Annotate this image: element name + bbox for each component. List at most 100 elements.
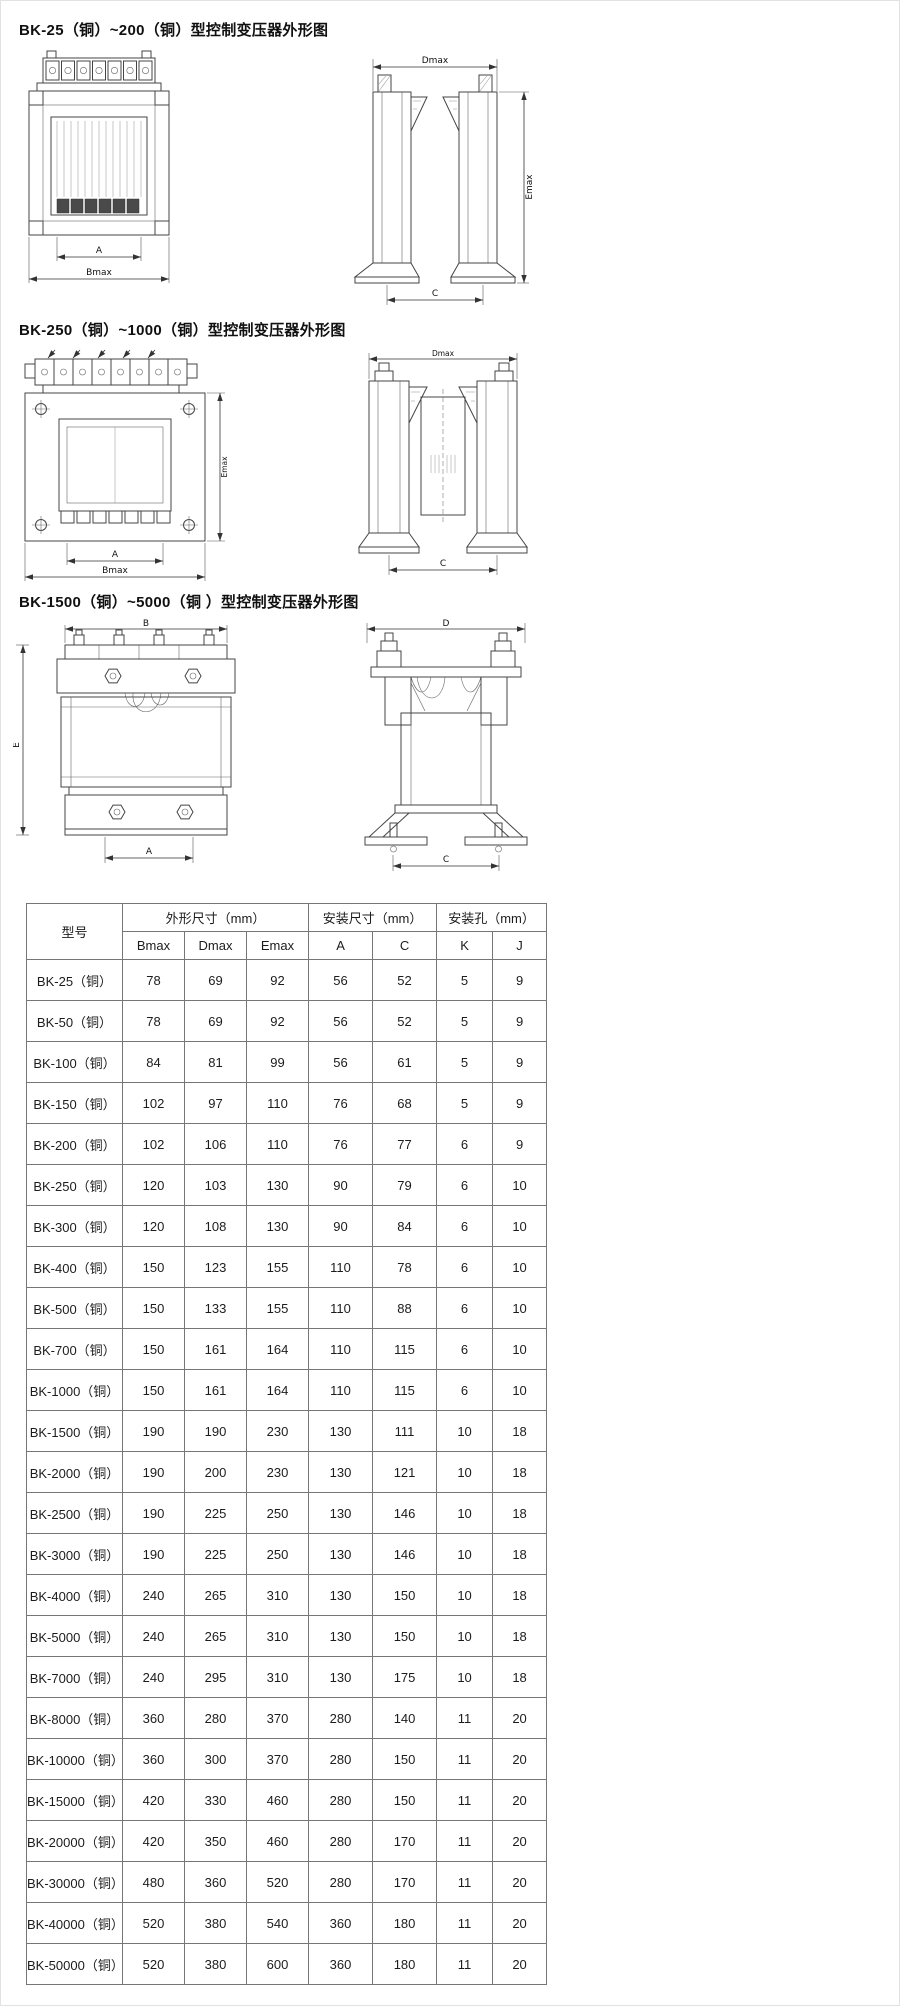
value-cell: 11	[436, 1861, 494, 1903]
value-cell: 370	[245, 1738, 310, 1780]
value-cell: 310	[245, 1574, 310, 1616]
value-cell: 150	[372, 1574, 438, 1616]
value-cell: 310	[245, 1656, 310, 1698]
value-cell: 5	[436, 1041, 494, 1083]
terminal-bolts	[73, 629, 215, 646]
model-cell: BK-200（铜）	[26, 1123, 123, 1165]
value-cell: 56	[308, 959, 374, 1001]
col-group-outline: 外形尺寸（mm）	[121, 903, 310, 932]
value-cell: 97	[184, 1082, 247, 1124]
terminal-towers	[376, 632, 516, 668]
value-cell: 350	[184, 1820, 247, 1862]
value-cell: 360	[184, 1861, 247, 1903]
dim-label-dmax: Dmax	[432, 349, 455, 358]
col-header-dmax: Dmax	[184, 931, 247, 960]
value-cell: 18	[492, 1451, 548, 1493]
value-cell: 10	[492, 1205, 548, 1247]
dim-label-a: A	[96, 246, 103, 256]
value-cell: 20	[492, 1697, 548, 1739]
clamp-nuts	[104, 668, 202, 684]
dimensions-table: 型号 外形尺寸（mm） 安装尺寸（mm） 安装孔（mm） Bmax Dmax E…	[26, 903, 548, 1985]
value-cell: 20	[492, 1779, 548, 1821]
value-cell: 84	[372, 1205, 438, 1247]
value-cell: 130	[245, 1205, 310, 1247]
lead-wires	[410, 676, 482, 699]
model-cell: BK-10000（铜）	[26, 1738, 123, 1780]
value-cell: 110	[308, 1369, 374, 1411]
value-cell: 121	[372, 1451, 438, 1493]
value-cell: 180	[372, 1902, 438, 1944]
value-cell: 11	[436, 1943, 494, 1985]
value-cell: 310	[245, 1615, 310, 1657]
value-cell: 5	[436, 959, 494, 1001]
side-view-bk25-200: Dmax Emax C	[353, 56, 535, 305]
value-cell: 79	[372, 1164, 438, 1206]
value-cell: 140	[372, 1697, 438, 1739]
section-1-heading: BK-25（铜）~200（铜）型控制变压器外形图	[19, 22, 329, 39]
col-group-mounting: 安装尺寸（mm）	[308, 903, 438, 932]
value-cell: 190	[122, 1492, 185, 1534]
model-cell: BK-250（铜）	[26, 1164, 123, 1206]
value-cell: 6	[436, 1369, 494, 1411]
col-header-k: K	[436, 931, 494, 960]
model-cell: BK-30000（铜）	[26, 1861, 123, 1903]
value-cell: 170	[372, 1861, 438, 1903]
value-cell: 20	[492, 1861, 548, 1903]
model-cell: BK-15000（铜）	[26, 1779, 123, 1821]
value-cell: 6	[436, 1205, 494, 1247]
value-cell: 11	[436, 1902, 494, 1944]
value-cell: 380	[184, 1902, 247, 1944]
value-cell: 10	[492, 1164, 548, 1206]
value-cell: 190	[122, 1451, 185, 1493]
value-cell: 300	[184, 1738, 247, 1780]
value-cell: 164	[245, 1328, 310, 1370]
dim-label-emax: Emax	[525, 174, 535, 200]
value-cell: 280	[184, 1697, 247, 1739]
dim-label-c: C	[432, 289, 438, 299]
value-cell: 190	[184, 1410, 247, 1452]
value-cell: 69	[184, 959, 247, 1001]
coil-fins	[60, 510, 171, 524]
value-cell: 175	[372, 1656, 438, 1698]
dim-label-bmax: Bmax	[86, 268, 112, 278]
value-cell: 130	[245, 1164, 310, 1206]
table-header-row: Bmax Dmax Emax A C K J	[27, 931, 548, 960]
section-2-heading: BK-250（铜）~1000（铜）型控制变压器外形图	[19, 322, 346, 339]
value-cell: 76	[308, 1082, 374, 1124]
value-cell: 11	[436, 1820, 494, 1862]
value-cell: 150	[372, 1738, 438, 1780]
col-group-holes: 安装孔（mm）	[436, 903, 548, 932]
value-cell: 9	[492, 1000, 548, 1042]
dim-label-emax: Emax	[220, 456, 229, 478]
model-cell: BK-1000（铜）	[26, 1369, 123, 1411]
value-cell: 108	[184, 1205, 247, 1247]
col-header-bmax: Bmax	[122, 931, 185, 960]
value-cell: 155	[245, 1287, 310, 1329]
value-cell: 120	[122, 1205, 185, 1247]
dim-label-c: C	[440, 559, 446, 569]
value-cell: 190	[122, 1533, 185, 1575]
value-cell: 81	[184, 1041, 247, 1083]
value-cell: 230	[245, 1410, 310, 1452]
value-cell: 5	[436, 1000, 494, 1042]
value-cell: 10	[436, 1656, 494, 1698]
value-cell: 380	[184, 1943, 247, 1985]
model-cell: BK-20000（铜）	[26, 1820, 123, 1862]
model-cell: BK-100（铜）	[26, 1041, 123, 1083]
value-cell: 420	[122, 1820, 185, 1862]
value-cell: 10	[436, 1451, 494, 1493]
value-cell: 78	[372, 1246, 438, 1288]
value-cell: 146	[372, 1533, 438, 1575]
section-3-heading: BK-1500（铜）~5000（铜 ）型控制变压器外形图	[19, 594, 359, 611]
wire-arrows	[47, 349, 156, 359]
value-cell: 240	[122, 1574, 185, 1616]
value-cell: 10	[492, 1328, 548, 1370]
value-cell: 360	[122, 1738, 185, 1780]
value-cell: 155	[245, 1246, 310, 1288]
